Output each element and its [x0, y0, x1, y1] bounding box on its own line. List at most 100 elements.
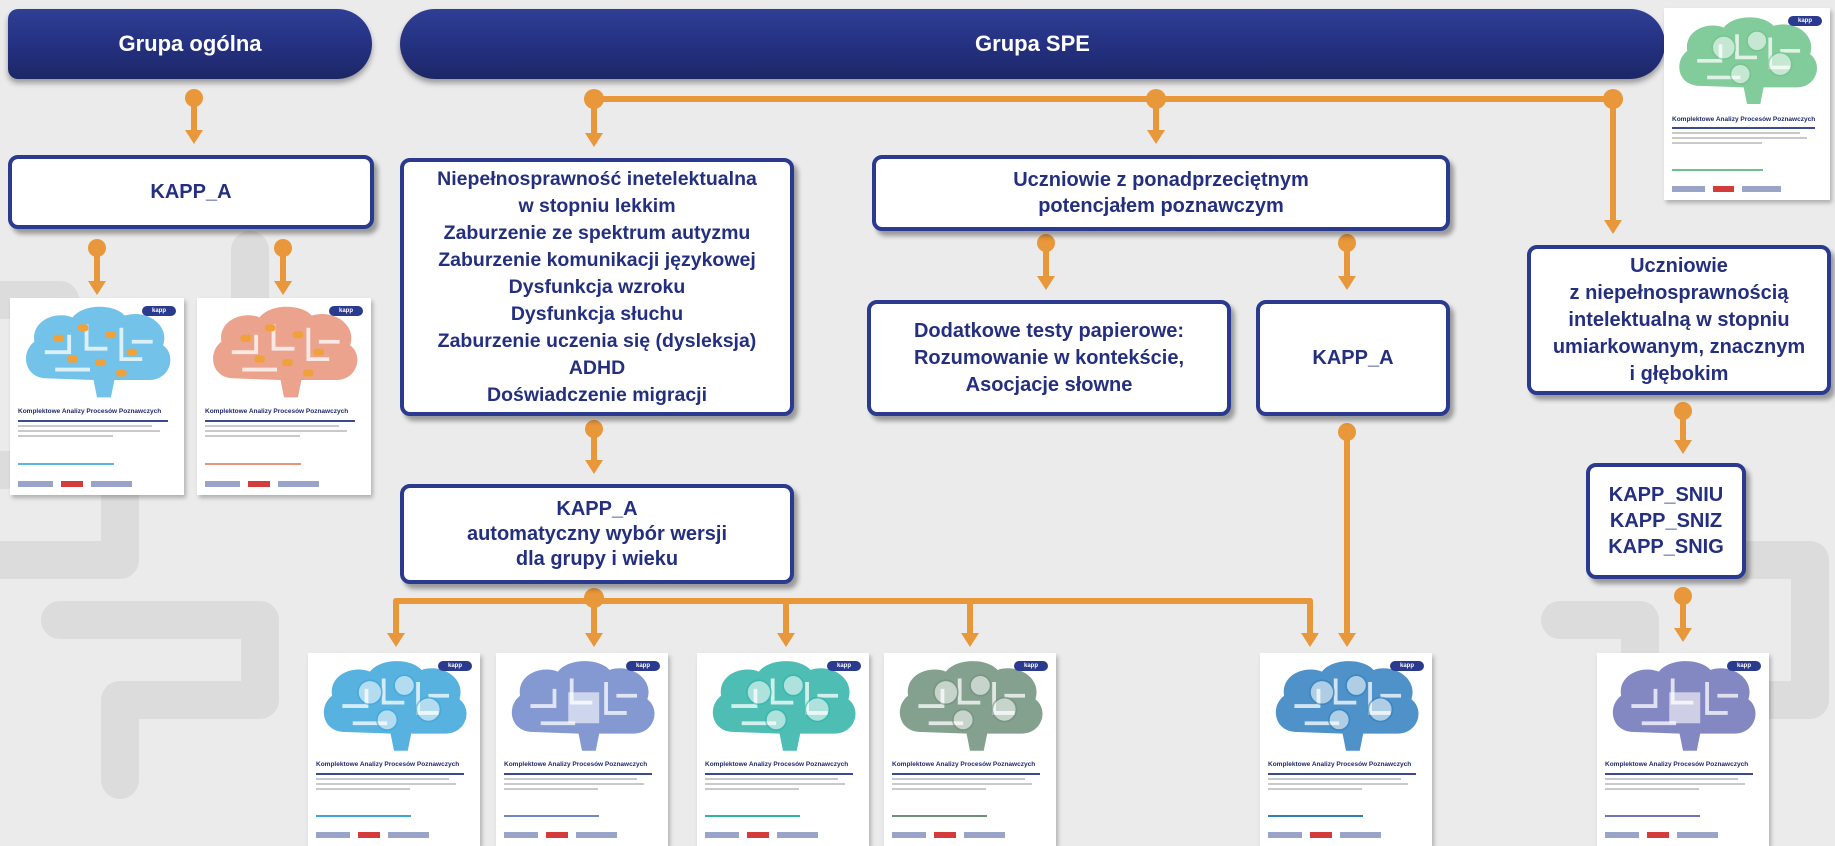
kapp-a-auto-line: KAPP_A	[556, 497, 638, 520]
intellectual-line: intelektualną w stopniu	[1568, 308, 1790, 331]
report-cover-accent-line	[1605, 815, 1700, 817]
partner-logo-icon	[705, 832, 740, 838]
extra-tests-line: Asocjacje słowne	[965, 373, 1133, 396]
partner-logo-icon	[90, 481, 132, 487]
box-kapp-a-general: KAPP_A	[8, 155, 374, 229]
header-spe-label: Grupa SPE	[975, 31, 1090, 56]
report-cover-text-lines	[205, 420, 363, 440]
header-general-group: Grupa ogólna	[8, 9, 372, 79]
partner-logo-icon	[60, 481, 83, 487]
brain-illustration-icon	[1679, 17, 1817, 104]
report-cover-accent-line	[316, 815, 411, 817]
box-spe-conditions: Niepełnosprawność inetelektualna w stopn…	[400, 158, 794, 416]
extra-tests-line: Rozumowanie w kontekście,	[913, 346, 1185, 369]
partner-logo-icon	[1310, 832, 1333, 838]
partner-logo-icon	[1340, 832, 1381, 838]
partner-logo-icon	[205, 481, 240, 487]
partner-logo-icon	[747, 832, 770, 838]
report-cover-title: Komplektowe Analizy Procesów Poznawczych	[205, 408, 349, 415]
report-cover-text-lines	[1605, 773, 1761, 793]
report-cover-logos	[18, 480, 176, 488]
report-cover-logos	[1672, 185, 1822, 193]
report-cover-logos	[504, 831, 660, 839]
report-cover-title: Komplektowe Analizy Procesów Poznawczych	[1605, 761, 1749, 768]
brain-illustration-icon	[511, 661, 655, 751]
partner-logo-icon	[546, 832, 569, 838]
partner-logo-icon	[576, 832, 617, 838]
header-general-label: Grupa ogólna	[118, 31, 262, 56]
report-cover-logos	[1268, 831, 1424, 839]
report-cover-text-lines	[1672, 127, 1822, 147]
kapp-badge-icon: kapp	[1014, 661, 1048, 671]
kapp-a-auto-line: automatyczny wybór wersji	[466, 522, 728, 545]
spe-condition-line: w stopniu lekkim	[518, 194, 676, 217]
kapp-a-auto-line: dla grupy i wieku	[515, 547, 679, 570]
partner-logo-icon	[1677, 832, 1718, 838]
partner-logo-icon	[1268, 832, 1303, 838]
kapp-badge-icon: kapp	[1727, 661, 1761, 671]
partner-logo-icon	[1742, 186, 1781, 192]
partner-logo-icon	[277, 481, 319, 487]
partner-logo-icon	[247, 481, 270, 487]
report-cover-text-lines	[504, 773, 660, 793]
sni-version-line: KAPP_SNIZ	[1609, 510, 1723, 532]
box-kapp-a-general-label: KAPP_A	[150, 180, 232, 203]
report-cover-accent-line	[892, 815, 987, 817]
brain-illustration-icon	[899, 661, 1043, 751]
report-cover-accent-line	[504, 815, 599, 817]
kapp-badge-icon: kapp	[142, 306, 176, 316]
report-cover-text-lines	[1268, 773, 1424, 793]
report-cover-title: Komplektowe Analizy Procesów Poznawczych	[504, 761, 648, 768]
partner-logo-icon	[388, 832, 429, 838]
gifted-line: Uczniowie z ponadprzeciętnym	[1013, 169, 1309, 191]
brain-illustration-icon	[26, 306, 171, 398]
spe-condition-line: Zaburzenie ze spektrum autyzmu	[443, 221, 751, 244]
report-cover-accent-line	[205, 463, 301, 465]
report-cover-accent-line	[1672, 169, 1764, 171]
partner-logo-icon	[1713, 186, 1734, 192]
partner-logo-icon	[777, 832, 818, 838]
brain-illustration-icon	[213, 306, 358, 398]
sni-version-line: KAPP_SNIG	[1608, 536, 1724, 558]
report-cover-title: Komplektowe Analizy Procesów Poznawczych	[1672, 116, 1816, 123]
box-kapp-a-auto-version: KAPP_A automatyczny wybór wersji dla gru…	[400, 484, 794, 584]
report-cover-logos	[1605, 831, 1761, 839]
spe-condition-line: ADHD	[568, 356, 626, 379]
partner-logo-icon	[358, 832, 381, 838]
brain-illustration-icon	[323, 661, 467, 751]
box-intellectual-disability: Uczniowie z niepełnosprawnością intelekt…	[1527, 245, 1831, 395]
intellectual-line: i głębokim	[1629, 362, 1729, 385]
intellectual-line: z niepełnosprawnością	[1569, 281, 1789, 304]
box-kapp-a-gifted-label: KAPP_A	[1312, 346, 1394, 369]
report-cover-logos	[316, 831, 472, 839]
spe-condition-line: Zaburzenie uczenia się (dysleksja)	[437, 329, 757, 352]
report-cover-title: Komplektowe Analizy Procesów Poznawczych	[892, 761, 1036, 768]
partner-logo-icon	[18, 481, 53, 487]
report-cover-accent-line	[18, 463, 114, 465]
report-cover-title: Komplektowe Analizy Procesów Poznawczych	[18, 408, 162, 415]
partner-logo-icon	[964, 832, 1005, 838]
partner-logo-icon	[1672, 186, 1705, 192]
brain-illustration-icon	[712, 661, 856, 751]
sni-version-line: KAPP_SNIU	[1608, 484, 1724, 506]
partner-logo-icon	[1647, 832, 1670, 838]
report-cover-logos	[892, 831, 1048, 839]
report-cover-title: Komplektowe Analizy Procesów Poznawczych	[316, 761, 460, 768]
kapp-badge-icon: kapp	[626, 661, 660, 671]
spe-condition-line: Zaburzenie komunikacji językowej	[438, 248, 756, 271]
partner-logo-icon	[504, 832, 539, 838]
report-cover-accent-line	[705, 815, 800, 817]
report-cover-text-lines	[705, 773, 861, 793]
report-cover-logos	[705, 831, 861, 839]
extra-tests-line: Dodatkowe testy papierowe:	[913, 319, 1185, 342]
partner-logo-icon	[316, 832, 351, 838]
kapp-badge-icon: kapp	[1788, 16, 1822, 26]
spe-condition-line: Dysfunkcja słuchu	[510, 302, 684, 325]
box-gifted-students: Uczniowie z ponadprzeciętnym potencjałem…	[872, 155, 1450, 231]
